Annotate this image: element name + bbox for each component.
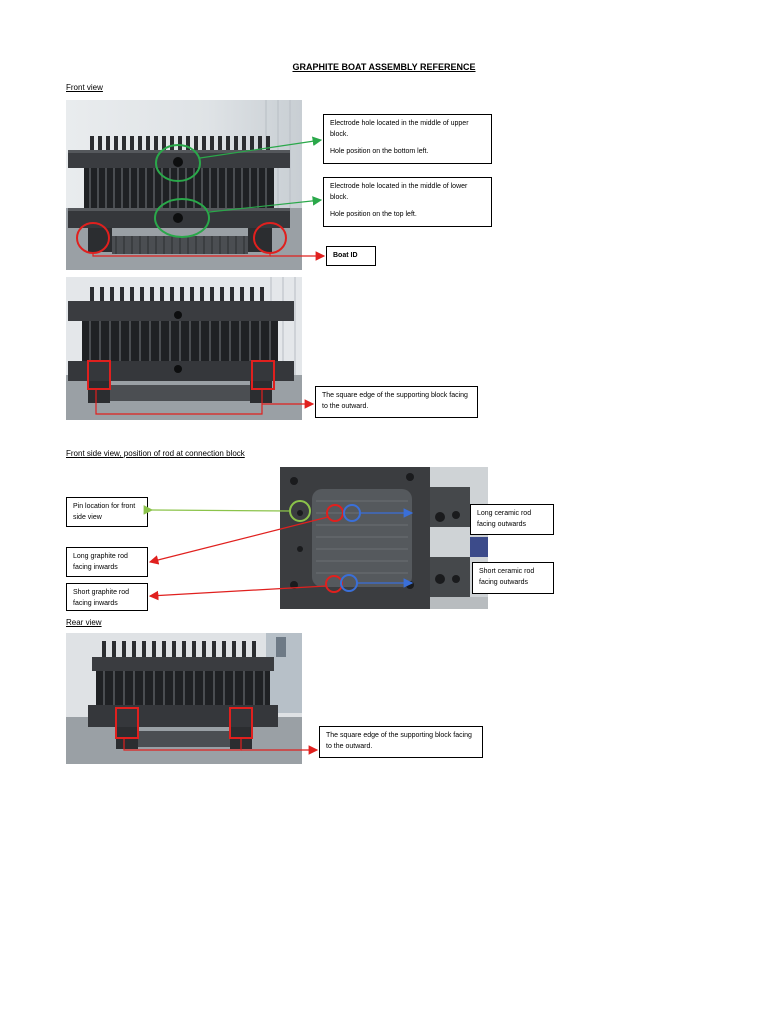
- callout-upper-electrode-line1: Electrode hole located in the middle of …: [330, 120, 469, 138]
- front-view-support-photo: [66, 277, 302, 420]
- callout-lower-electrode-line1: Electrode hole located in the middle of …: [330, 183, 468, 201]
- callout-short-graphite-rod: Short graphite rod facing inwards: [66, 583, 148, 611]
- front-view-photo: [66, 100, 302, 270]
- front-view-support-image: [66, 277, 302, 420]
- callout-pin-location: Pin location for front side view: [66, 497, 148, 527]
- callout-upper-electrode-line2: Hole position on the bottom left.: [330, 148, 429, 155]
- front-view-image: [66, 100, 302, 270]
- callout-boat-id: Boat ID: [326, 246, 376, 266]
- callout-square-edge-rear: The square edge of the supporting block …: [319, 726, 483, 758]
- callout-long-graphite-rod: Long graphite rod facing inwards: [66, 547, 148, 577]
- page-title: GRAPHITE BOAT ASSEMBLY REFERENCE: [292, 62, 476, 72]
- connection-block-image: [280, 467, 488, 609]
- callout-upper-electrode: Electrode hole located in the middle of …: [323, 114, 492, 164]
- pin-location-arrow: [143, 505, 291, 515]
- callout-lower-electrode: Electrode hole located in the middle of …: [323, 177, 492, 227]
- rear-view-photo: [66, 633, 302, 764]
- section-heading-front-view: Front view: [66, 83, 103, 92]
- callout-short-ceramic-rod: Short ceramic rod facing outwards: [472, 562, 554, 594]
- connection-block-photo: [280, 467, 488, 609]
- rear-view-image: [66, 633, 302, 764]
- callout-lower-electrode-line2: Hole position on the top left.: [330, 211, 417, 218]
- section-heading-rear-view: Rear view: [66, 618, 102, 627]
- callout-long-ceramic-rod: Long ceramic rod facing outwards: [470, 504, 554, 535]
- section-heading-front-side-view: Front side view, position of rod at conn…: [66, 449, 245, 458]
- callout-square-edge-front: The square edge of the supporting block …: [315, 386, 478, 418]
